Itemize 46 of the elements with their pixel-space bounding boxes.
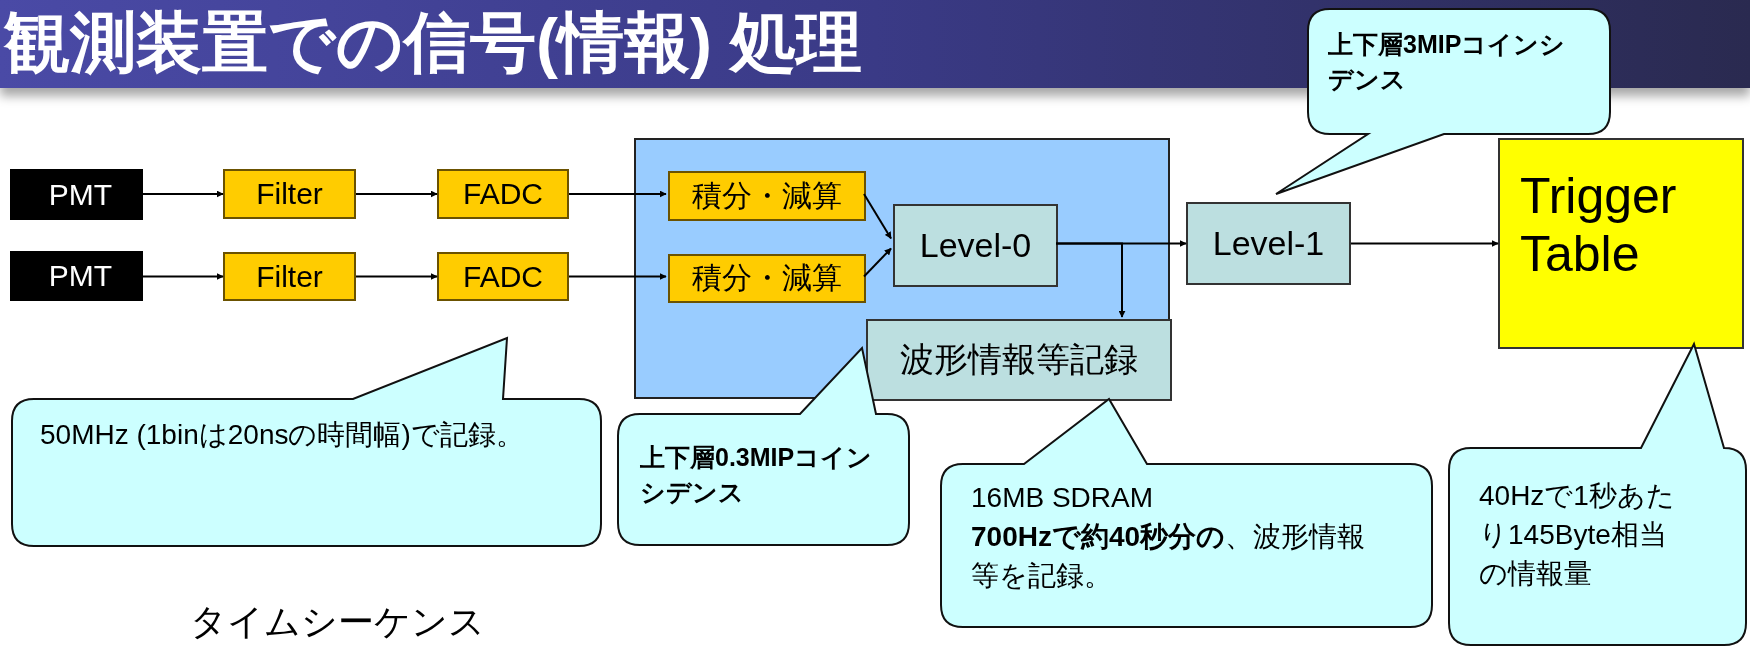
callout-bubble xyxy=(12,338,601,546)
callout-text: 16MB SDRAM xyxy=(971,481,1155,515)
pmt-box xyxy=(10,251,143,301)
node-text: PMT xyxy=(48,259,113,293)
callout-bubble xyxy=(941,399,1432,627)
arrow xyxy=(863,247,892,278)
node-text: 積分・減算 xyxy=(692,260,842,296)
node-text: FADC xyxy=(463,177,543,211)
process-box xyxy=(437,169,569,219)
process-box xyxy=(223,252,356,301)
arrow xyxy=(568,273,667,280)
arrow xyxy=(142,190,224,198)
process-box xyxy=(223,169,356,219)
arrow xyxy=(1350,240,1499,247)
processing-panel xyxy=(634,138,1170,399)
node-text: Trigger Table xyxy=(1520,168,1678,283)
node-text: Level-1 xyxy=(1212,224,1325,263)
arrow xyxy=(568,190,667,198)
process-box xyxy=(668,171,866,221)
process-box xyxy=(437,252,569,301)
caption-label: タイムシーケンス xyxy=(190,600,485,644)
logic-box xyxy=(1186,202,1351,285)
logic-box xyxy=(866,319,1172,401)
node-text: 波形情報等記録 xyxy=(900,339,1138,380)
trigger-table-box xyxy=(1498,138,1744,349)
callout-text: 50MHz (1binは20nsの時間幅)で記録。 xyxy=(40,418,525,452)
arrow xyxy=(863,193,892,240)
node-text: PMT xyxy=(48,177,113,212)
arrow xyxy=(355,190,438,198)
node-text: FADC xyxy=(463,259,543,294)
callout-text: 上下層3MIPコインシデンス xyxy=(1328,29,1567,95)
callout-text: 上下層0.3MIPコインシデンス xyxy=(640,442,874,508)
arrow xyxy=(142,273,224,280)
arrow xyxy=(1055,242,1126,318)
arrow xyxy=(355,273,438,280)
node-text: Filter xyxy=(256,177,323,211)
node-text: Level-0 xyxy=(919,226,1032,265)
logic-box xyxy=(893,204,1058,287)
process-box xyxy=(668,254,866,303)
callout-text: 700Hzで約40秒分の、波形情報等を記録。 xyxy=(971,520,1367,594)
node-text: Filter xyxy=(256,259,323,294)
callout-text: 40Hzで1秒あたり145Byte相当の情報量 xyxy=(1479,479,1676,592)
title: 観測装置での信号(情報) 処理 xyxy=(4,4,863,80)
pmt-box xyxy=(10,169,143,220)
node-text: 積分・減算 xyxy=(692,177,842,214)
callout-bubble xyxy=(1449,344,1746,645)
